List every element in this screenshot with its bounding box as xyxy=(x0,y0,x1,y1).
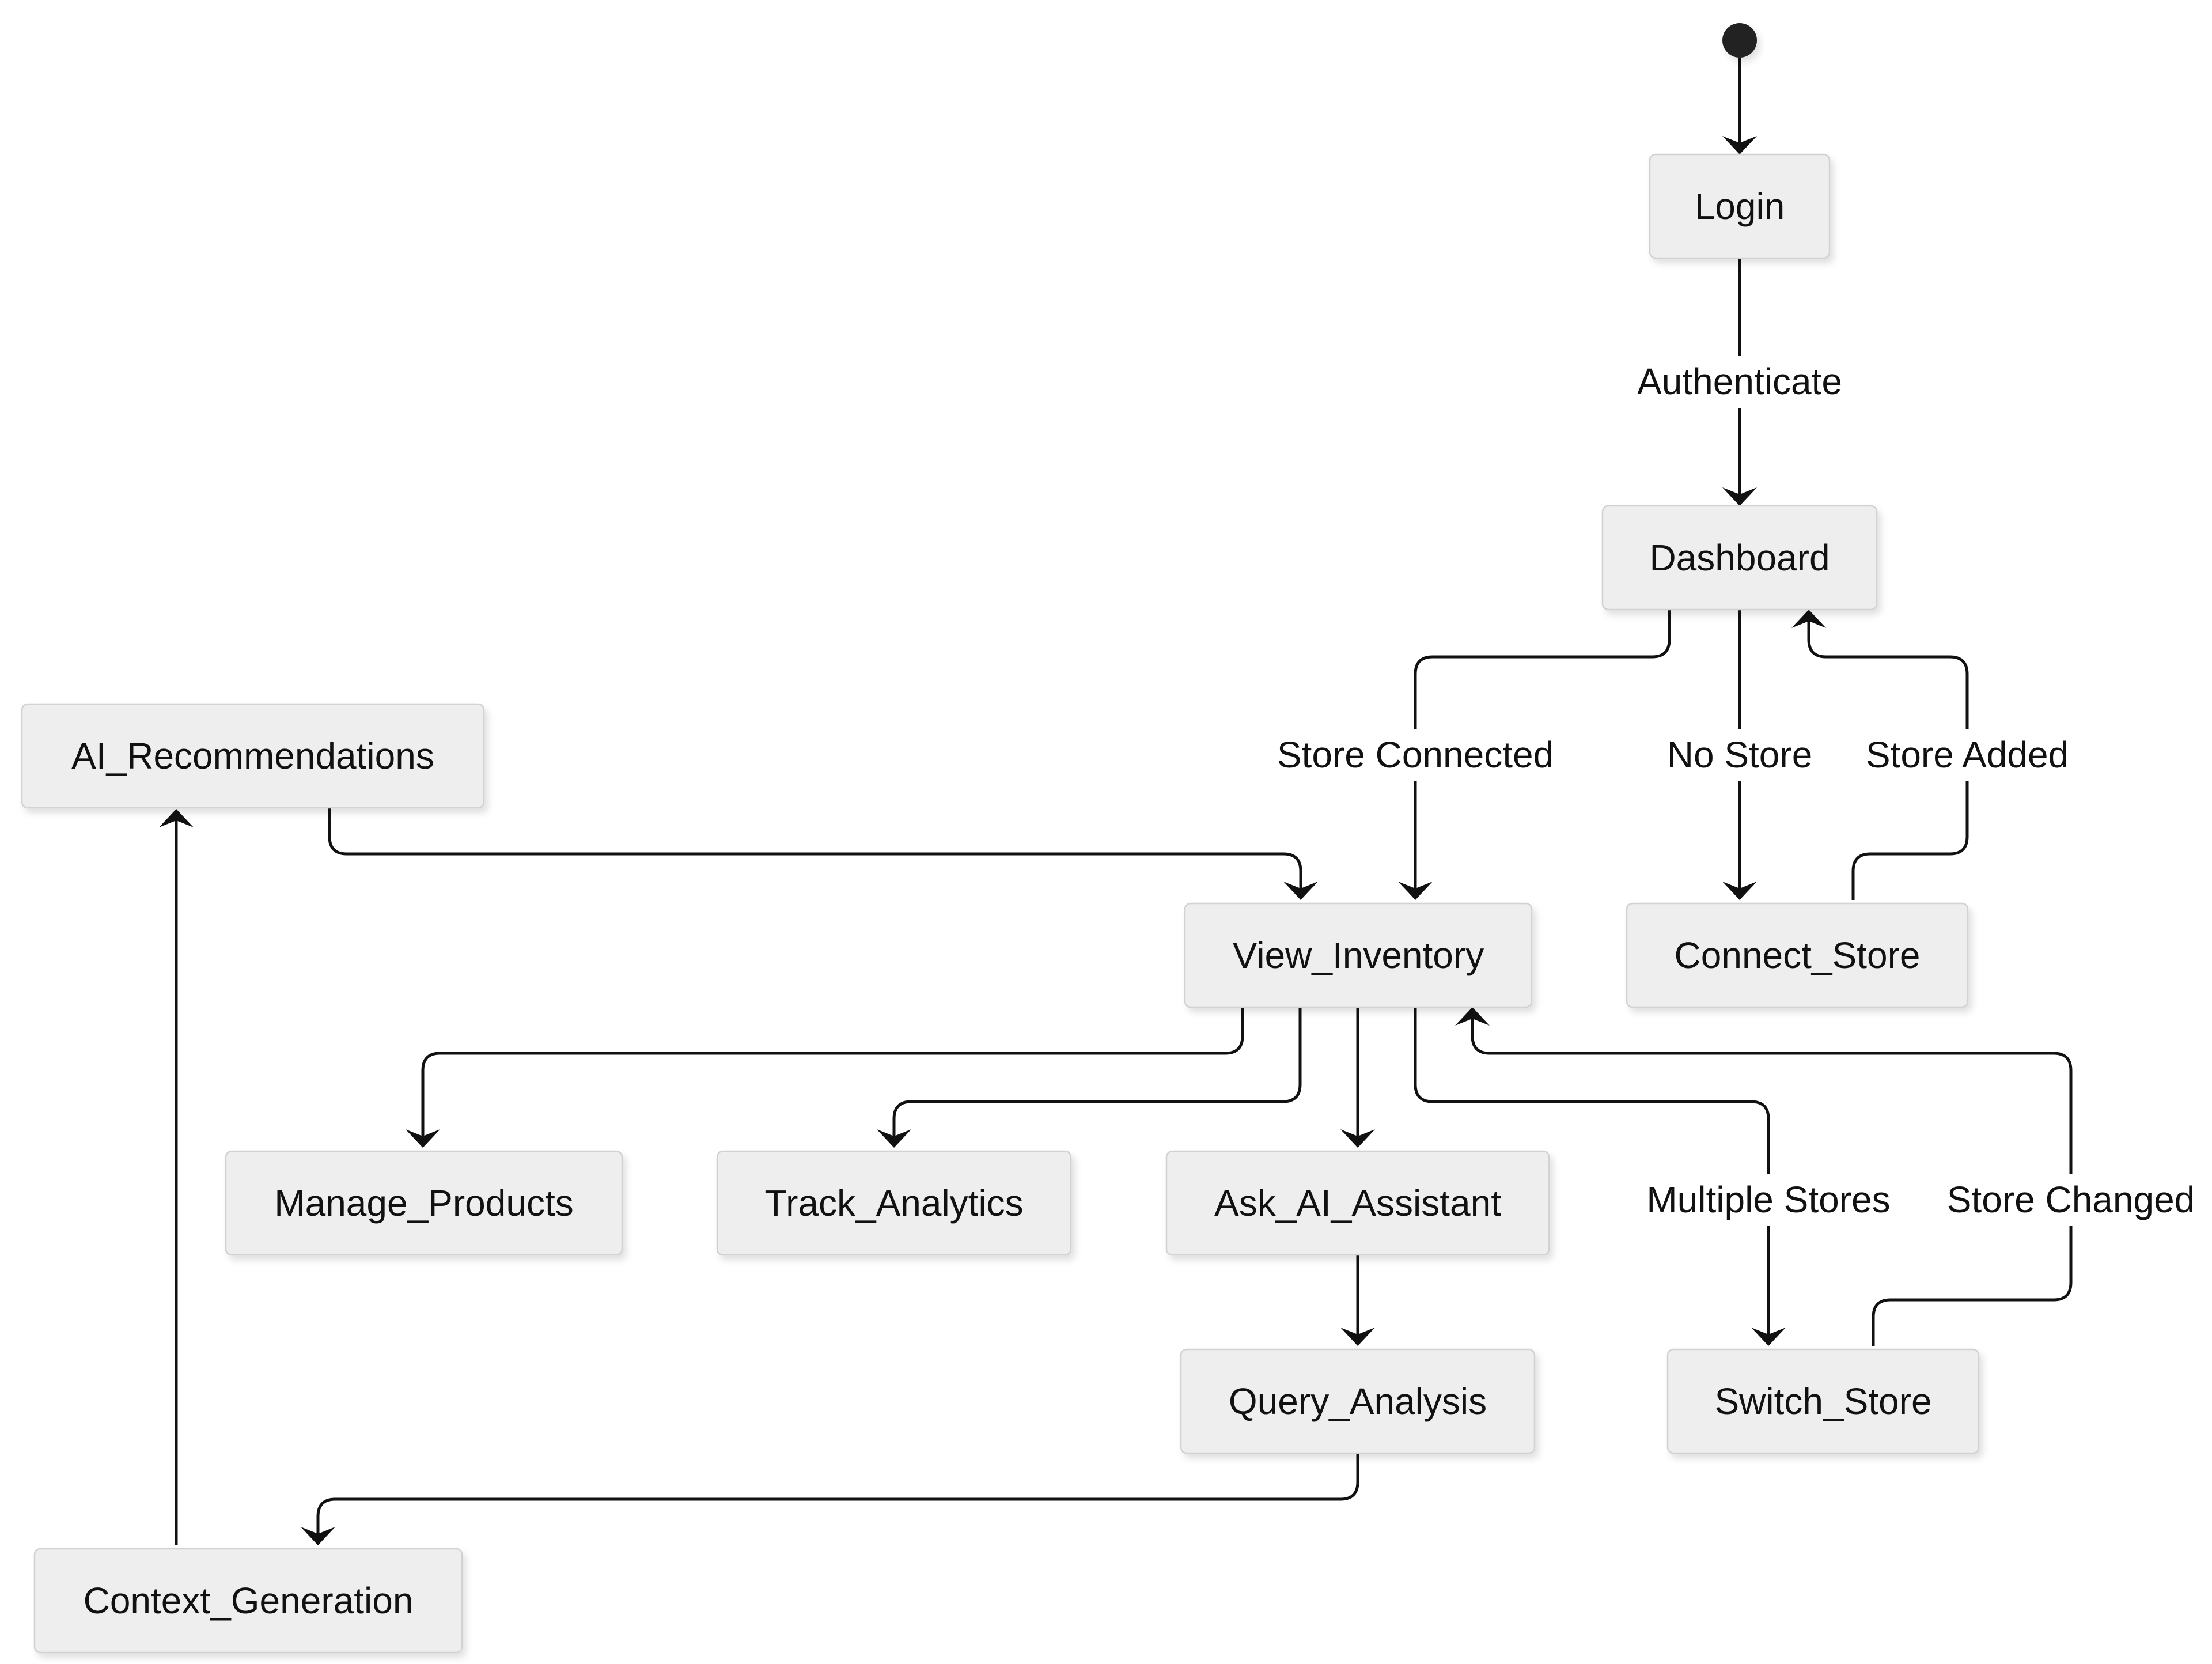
state-context-generation[interactable]: Context_Generation xyxy=(33,1548,463,1654)
edge-view-inventory-to-track-analytics-arrowhead xyxy=(877,1129,911,1148)
svg-text:Multiple Stores: Multiple Stores xyxy=(1646,1179,1890,1220)
state-switch-store[interactable]: Switch_Store xyxy=(1666,1348,1980,1454)
state-manage-products[interactable]: Manage_Products xyxy=(225,1150,623,1256)
state-query-analysis[interactable]: Query_Analysis xyxy=(1180,1348,1536,1454)
edge-ask-ai-assistant-to-query-analysis-arrowhead xyxy=(1340,1328,1375,1346)
state-connect-store[interactable]: Connect_Store xyxy=(1626,902,1969,1008)
edge-view-inventory-to-switch-store-arrowhead xyxy=(1751,1328,1786,1346)
edge-view-inventory-to-manage-products xyxy=(421,1007,1244,1141)
state-login-label: Login xyxy=(1695,186,1785,227)
state-connect-store-label: Connect_Store xyxy=(1675,935,1921,976)
state-track-analytics[interactable]: Track_Analytics xyxy=(716,1150,1072,1256)
edge-connect-store-to-dashboard-arrowhead xyxy=(1791,610,1826,628)
state-dashboard[interactable]: Dashboard xyxy=(1601,505,1878,611)
state-switch-store-label: Switch_Store xyxy=(1714,1381,1931,1422)
svg-text:Authenticate: Authenticate xyxy=(1637,361,1842,402)
edge-label-no-store: No Store xyxy=(1659,729,1820,781)
state-query-analysis-label: Query_Analysis xyxy=(1229,1381,1487,1422)
edge-labels: Authenticate Store Connected No Store St… xyxy=(1264,356,2200,1226)
edge-switch-store-to-view-inventory-arrowhead xyxy=(1455,1007,1490,1026)
state-track-analytics-label: Track_Analytics xyxy=(764,1182,1023,1224)
state-ai-recommendations-label: AI_Recommendations xyxy=(71,735,434,777)
edge-dashboard-to-view-inventory-arrowhead xyxy=(1398,882,1433,900)
edge-login-to-dashboard-arrowhead xyxy=(1722,487,1757,506)
svg-text:No Store: No Store xyxy=(1667,734,1813,776)
state-login[interactable]: Login xyxy=(1649,153,1831,259)
edge-context-generation-to-ai-recommendations-arrowhead xyxy=(159,809,194,827)
state-dashboard-label: Dashboard xyxy=(1649,537,1830,578)
edge-query-analysis-to-context-generation-arrowhead xyxy=(301,1527,335,1545)
edge-label-store-connected: Store Connected xyxy=(1264,729,1566,781)
edge-query-analysis-to-context-generation xyxy=(316,1453,1359,1538)
edge-ai-recommendations-to-view-inventory xyxy=(328,808,1302,893)
edges xyxy=(159,58,2073,1545)
state-ai-recommendations[interactable]: AI_Recommendations xyxy=(21,703,485,809)
state-view-inventory-label: View_Inventory xyxy=(1233,935,1484,976)
edge-dashboard-to-connect-store-arrowhead xyxy=(1722,882,1757,900)
svg-text:Store Changed: Store Changed xyxy=(1947,1179,2195,1220)
edge-label-store-added: Store Added xyxy=(1855,729,2080,781)
edge-label-store-changed: Store Changed xyxy=(1941,1174,2200,1226)
edge-dashboard-to-view-inventory xyxy=(1414,610,1671,893)
edge-view-inventory-to-switch-store xyxy=(1414,1007,1770,1339)
state-context-generation-label: Context_Generation xyxy=(84,1580,414,1621)
svg-text:Store Connected: Store Connected xyxy=(1277,734,1554,776)
edge-label-authenticate: Authenticate xyxy=(1630,356,1849,408)
state-ask-ai-assistant[interactable]: Ask_AI_Assistant xyxy=(1165,1150,1550,1256)
svg-text:Store Added: Store Added xyxy=(1866,734,2069,776)
edge-view-inventory-to-manage-products-arrowhead xyxy=(406,1129,440,1148)
state-manage-products-label: Manage_Products xyxy=(274,1182,573,1224)
initial-state-dot xyxy=(1722,23,1757,58)
edge-label-multiple-stores: Multiple Stores xyxy=(1639,1174,1897,1226)
edge-view-inventory-to-ask-ai-assistant-arrowhead xyxy=(1340,1129,1375,1148)
edge-initial-to-login-arrowhead xyxy=(1722,136,1757,154)
state-ask-ai-assistant-label: Ask_AI_Assistant xyxy=(1214,1182,1501,1224)
state-view-inventory[interactable]: View_Inventory xyxy=(1184,902,1533,1008)
edge-view-inventory-to-track-analytics xyxy=(892,1007,1302,1141)
edge-ai-recommendations-to-view-inventory-arrowhead xyxy=(1283,882,1318,900)
